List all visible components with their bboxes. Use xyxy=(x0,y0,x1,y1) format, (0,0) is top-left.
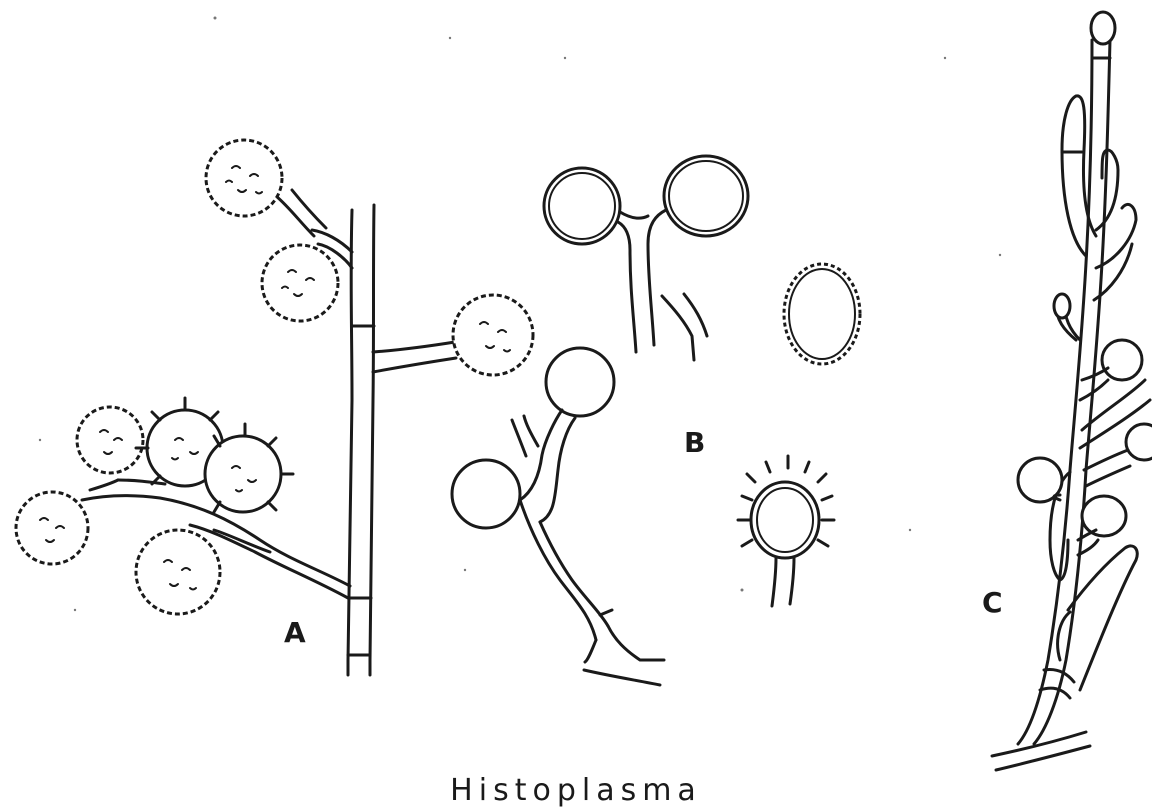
smooth-conidia-pair xyxy=(544,156,748,360)
panel-b-drawing xyxy=(452,156,860,685)
tuberculate-macroconidium-3 xyxy=(453,295,533,375)
conidiophore-hypha xyxy=(992,12,1152,770)
tuberculate-macroconidium-8 xyxy=(136,530,220,614)
panel-b-label: B xyxy=(684,426,705,459)
tuberculate-macroconidium-1 xyxy=(206,140,282,216)
panel-a-label: A xyxy=(284,616,306,649)
panel-c-drawing xyxy=(992,12,1152,770)
echinulate-macroconidium xyxy=(738,456,834,606)
tuberculate-macroconidium-7 xyxy=(16,492,88,564)
panel-c-label: C xyxy=(982,586,1003,619)
branched-conidiophore xyxy=(452,348,664,685)
tuberculate-macroconidium-2 xyxy=(262,245,338,321)
tuberculate-macroconidium-4 xyxy=(77,407,143,473)
panel-a-drawing xyxy=(16,140,533,675)
rough-oval-microconidium xyxy=(784,264,860,364)
figure-caption: Histoplasma xyxy=(450,773,702,808)
